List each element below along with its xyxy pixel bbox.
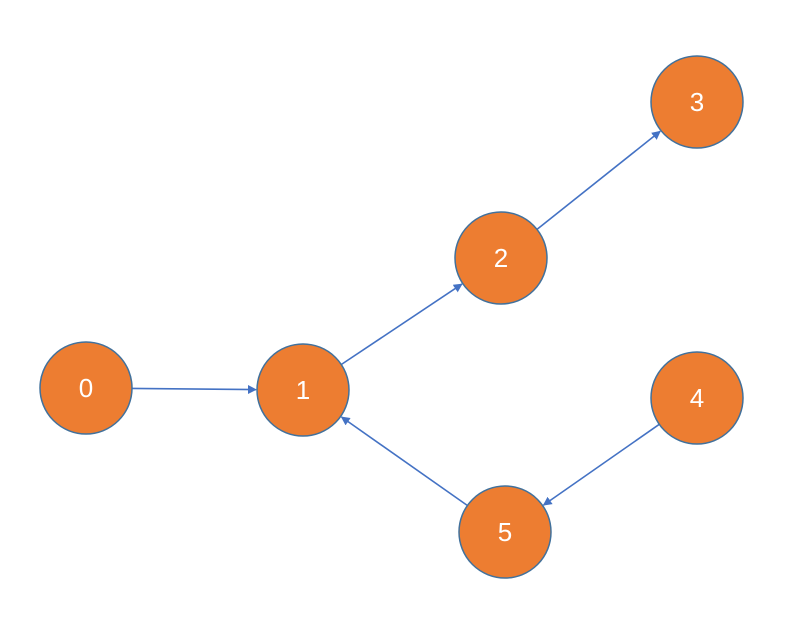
- node-circle: [650, 351, 744, 445]
- node-label: 3: [690, 87, 704, 117]
- node-3: 3: [650, 55, 744, 149]
- node-label: 5: [498, 517, 512, 547]
- edge-0-to-1: [131, 385, 257, 395]
- node-label: 4: [690, 383, 704, 413]
- nodes: 0 1 2 3 4 5: [39, 55, 744, 579]
- node-2: 2: [454, 211, 548, 305]
- edge-4-to-5: [542, 423, 660, 506]
- node-5: 5: [458, 485, 552, 579]
- edge-1-to-2: [340, 283, 463, 366]
- edges: [131, 130, 661, 507]
- node-4: 4: [650, 351, 744, 445]
- node-circle: [256, 343, 350, 437]
- node-label: 1: [296, 375, 310, 405]
- node-label: 2: [494, 243, 508, 273]
- node-circle: [458, 485, 552, 579]
- node-circle: [39, 341, 133, 435]
- node-circle: [650, 55, 744, 149]
- node-label: 0: [79, 373, 93, 403]
- edge-2-to-3: [536, 130, 661, 231]
- edge-5-to-1: [340, 416, 468, 507]
- node-1: 1: [256, 343, 350, 437]
- node-0: 0: [39, 341, 133, 435]
- node-circle: [454, 211, 548, 305]
